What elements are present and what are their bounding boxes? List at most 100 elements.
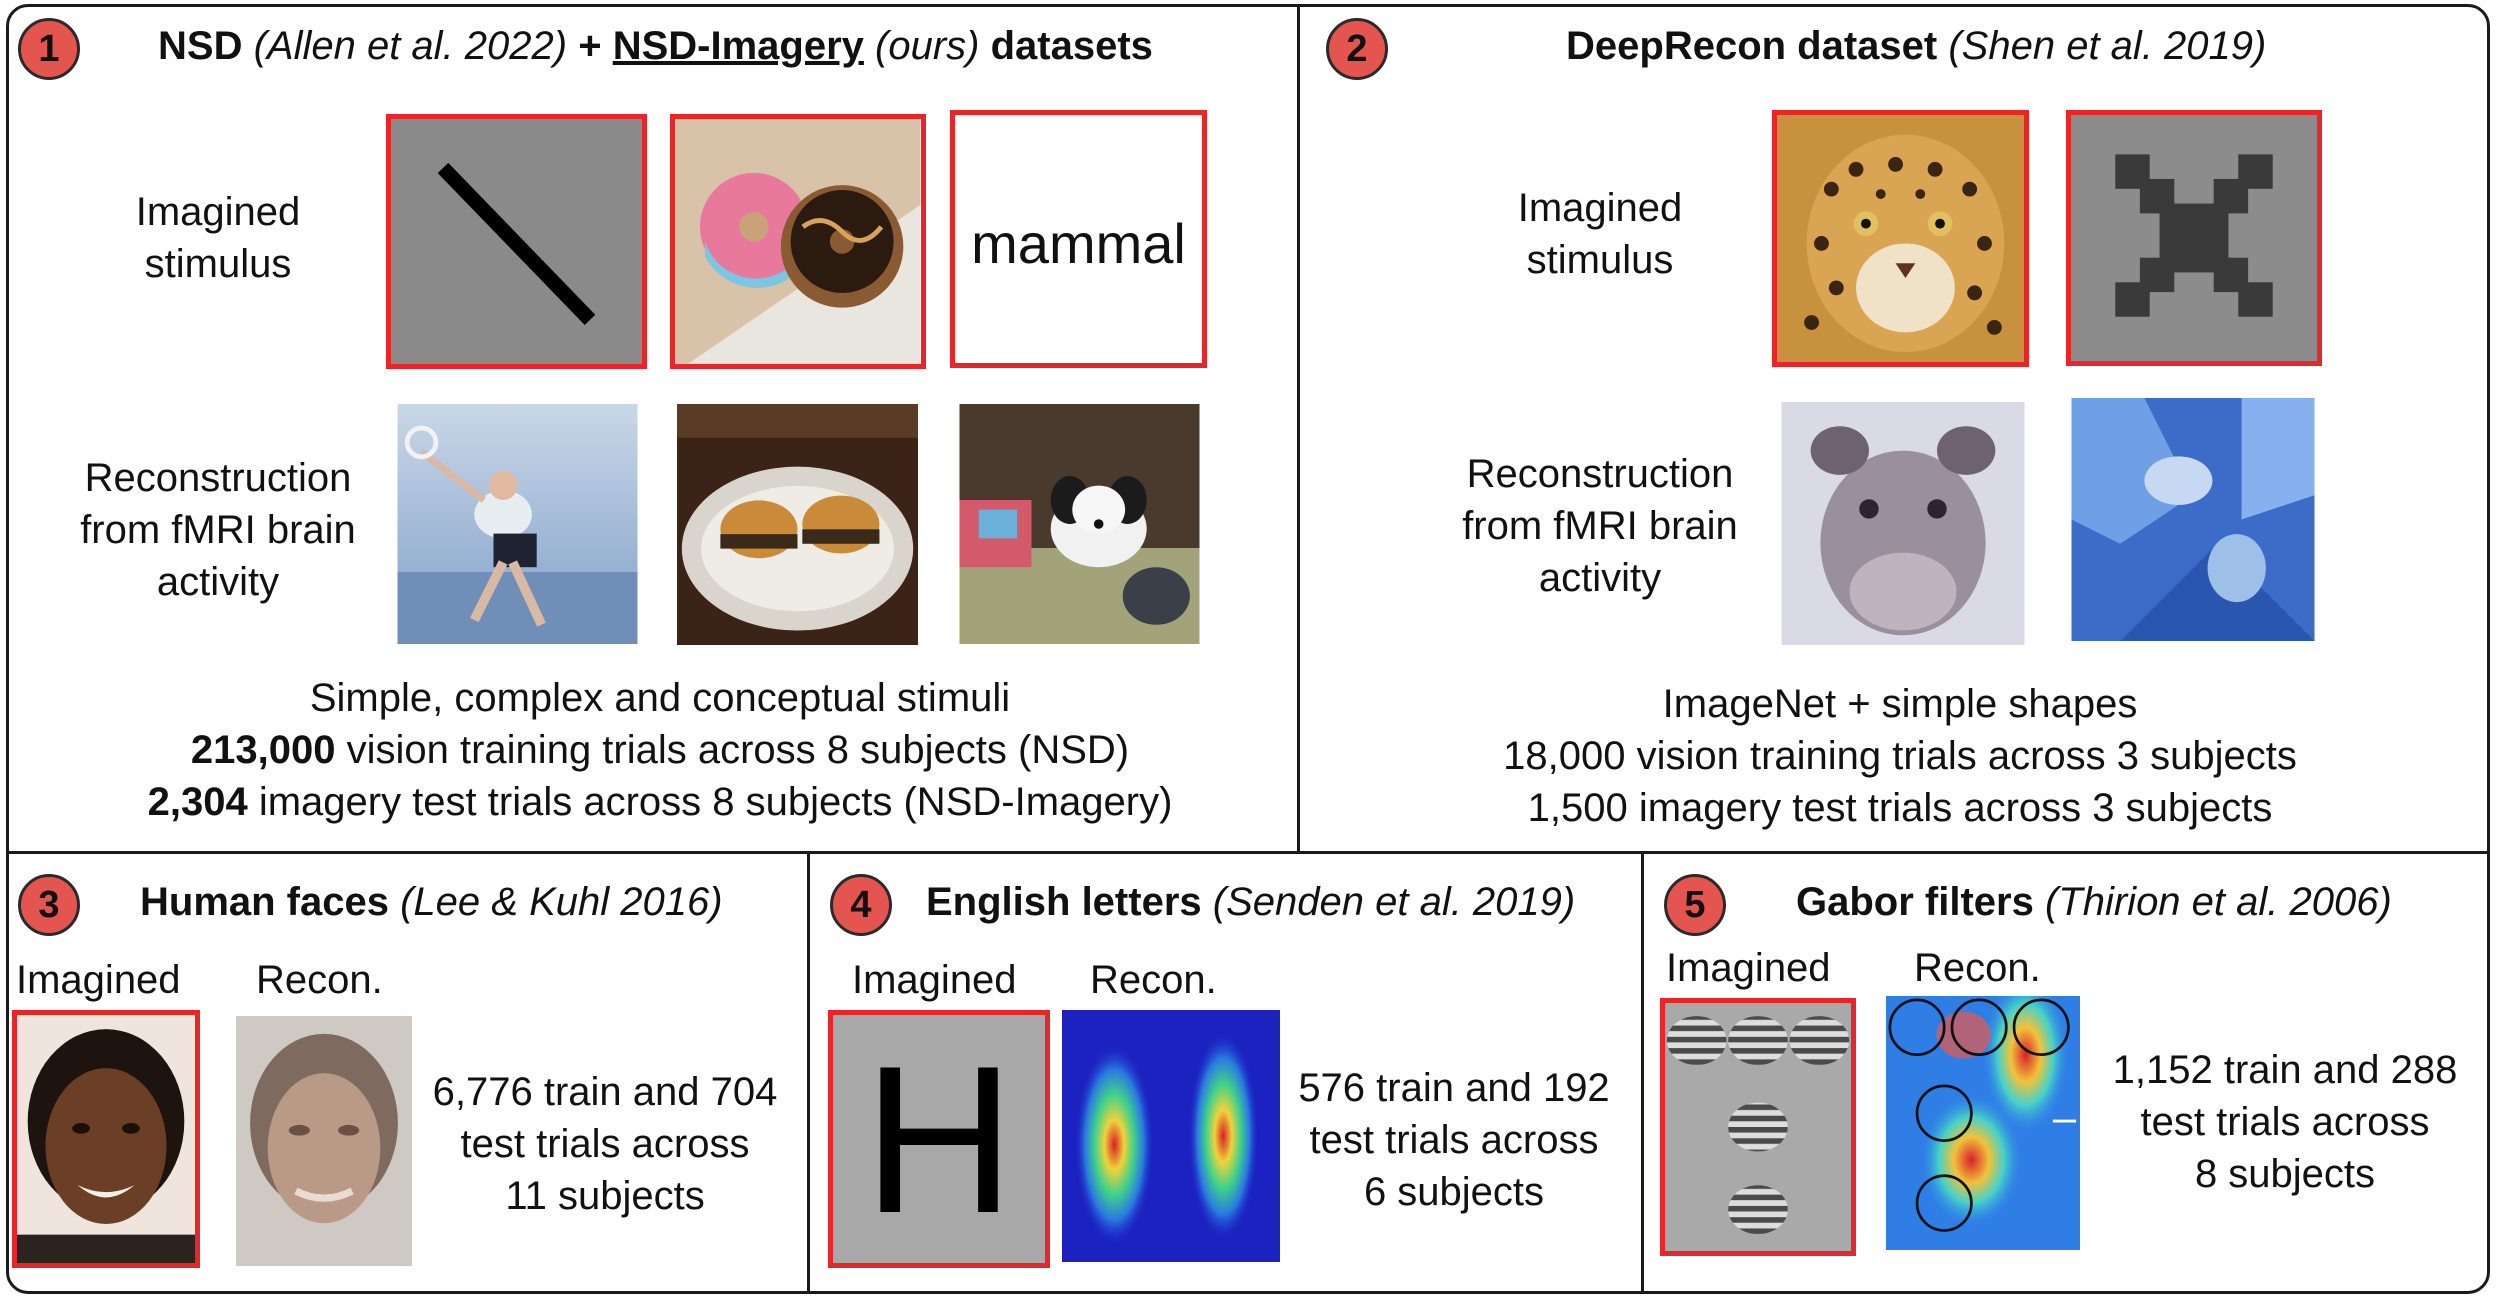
row-label-imagined: Imagined stimulus [58,186,378,290]
panel-title: DeepRecon dataset (Shen et al. 2019) [1566,24,2266,69]
panel-stats: 576 train and 192 test trials across 6 s… [1284,1062,1624,1218]
panel-stats: 1,152 train and 288 test trials across 8… [2090,1044,2480,1200]
stats-line: 18,000 vision training trials across 3 s… [1503,734,2297,778]
letter-glyph: H [863,1022,1015,1257]
label-line: Reconstruction [1466,452,1734,496]
recon-label: Recon. [256,958,383,1002]
title-citation: (Lee & Kuhl 2016) [400,880,723,924]
recon-label: Recon. [1914,946,2041,990]
tennis-player-photo [397,404,638,644]
panel-badge: 1 [18,18,80,80]
panel-stats: Simple, complex and conceptual stimuli 2… [40,672,1280,828]
label-line: Imagined [135,190,301,234]
label-line: stimulus [144,242,292,286]
panel-title: English letters (Senden et al. 2019) [926,880,1575,925]
face-photo [17,1015,195,1263]
stimulus-concept-word: mammal [950,110,1207,368]
title-citation: (Thirion et al. 2006) [2044,880,2392,924]
label-line: stimulus [1526,238,1674,282]
stats-bold-number: 213,000 [190,728,336,772]
panel-title: Gabor filters (Thirion et al. 2006) [1796,880,2392,925]
figure-frame [6,4,2490,1294]
divider-bottom-left [807,853,810,1292]
row-label-imagined: Imagined stimulus [1440,182,1760,286]
divider-top-vertical [1297,6,1300,853]
row-label-reconstruction: Reconstruction from fMRI brain activity [48,452,388,608]
recon-burgers [677,404,918,645]
panel-badge: 2 [1326,18,1388,80]
blue-shape-reconstruction [2071,398,2315,641]
title-citation: (Shen et al. 2019) [1948,24,2267,68]
title-citation: (Senden et al. 2019) [1212,880,1576,924]
panel-title: Human faces (Lee & Kuhl 2016) [140,880,723,925]
face-reconstruction [236,1016,412,1266]
stats-line: 6,776 train and 704 [432,1070,778,1114]
donuts-photo [675,119,921,364]
stats-text: vision training trials across 8 subjects… [335,728,1130,772]
panel-stats: ImageNet + simple shapes 18,000 vision t… [1310,678,2490,834]
recon-blue-shape [2070,398,2316,641]
recon-letter-heatmap [1062,1010,1280,1262]
label-line: activity [156,560,280,604]
concept-word-text: mammal [971,212,1186,275]
title-plus: + [578,24,602,68]
stats-line: test trials across [2140,1100,2430,1144]
stats-bold-number: 2,304 [147,780,248,824]
title-citation: (Allen et al. 2022) [253,24,568,68]
panel-badge: 4 [830,874,892,936]
stats-line: test trials across [460,1122,750,1166]
imagined-face [12,1010,200,1268]
stimulus-line [386,114,647,369]
stats-text: imagery test trials across 8 subjects (N… [247,780,1173,824]
imagined-label: Imagined [1666,946,1831,990]
stimulus-leopard [1772,110,2029,367]
puppy-photo [959,404,1200,644]
stats-line: 213,000 vision training trials across 8 … [40,724,1280,776]
gabor-patches [1666,1016,1850,1235]
label-line: from fMRI brain [80,508,356,552]
label-line: Imagined [1517,186,1683,230]
stats-line: Simple, complex and conceptual stimuli [309,676,1011,720]
title-dataset-name: NSD [158,24,243,68]
heatmap-reconstruction [1062,1010,1280,1262]
stats-line: 2,304 imagery test trials across 8 subje… [40,776,1280,828]
stimulus-x-shape [2066,110,2322,366]
imagined-gabors [1660,998,1856,1256]
title-dataset-name: Human faces [140,880,389,924]
stats-line: 11 subjects [505,1174,705,1218]
panel-badge: 5 [1664,874,1726,936]
stats-line: 1,500 imagery test trials across 3 subje… [1527,786,2273,830]
label-line: from fMRI brain [1462,504,1738,548]
imagined-letter: H [828,1010,1050,1268]
diagonal-line-shape [437,162,596,326]
stats-line: ImageNet + simple shapes [1662,682,2138,726]
imagined-label: Imagined [852,958,1017,1002]
stats-line: 576 train and 192 [1298,1066,1610,1110]
title-datasets: datasets [990,24,1153,68]
leopard-photo [1777,115,2024,362]
row-label-reconstruction: Reconstruction from fMRI brain activity [1430,448,1770,604]
title-dataset-name: DeepRecon dataset [1566,24,1938,68]
x-shape-icon [2115,154,2273,317]
gabor-heatmap [1886,996,2080,1250]
recon-puppy [958,404,1201,644]
panel-badge: 3 [18,874,80,936]
burgers-photo [677,404,918,645]
recon-tennis [394,404,641,644]
label-line: activity [1538,556,1662,600]
stats-line: 1,152 train and 288 [2112,1048,2458,1092]
stimulus-donuts [670,114,926,369]
title-nsd-imagery: NSD-Imagery [612,24,864,68]
recon-gabor-heatmap [1886,996,2080,1250]
imagined-label: Imagined [16,958,181,1002]
stats-line: 6 subjects [1363,1170,1545,1214]
title-dataset-name: Gabor filters [1796,880,2034,924]
recon-label: Recon. [1090,958,1217,1002]
animal-face-reconstruction [1781,402,2025,645]
title-ours: (ours) [875,24,980,68]
stats-line: 8 subjects [2194,1152,2376,1196]
recon-animal-face [1781,402,2025,645]
divider-horizontal [8,851,2488,854]
panel-title: NSD (Allen et al. 2022) + NSD-Imagery (o… [158,24,1153,69]
panel-stats: 6,776 train and 704 test trials across 1… [420,1066,790,1222]
